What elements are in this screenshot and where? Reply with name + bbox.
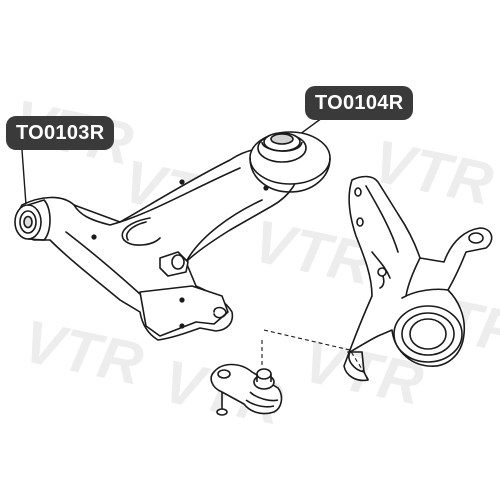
lower-control-arm <box>15 147 301 341</box>
part-number-callout-rear-bushing: TO0104R <box>305 86 414 120</box>
steering-knuckle <box>343 175 493 382</box>
rear-bushing <box>249 131 331 193</box>
ball-joint <box>210 363 283 416</box>
part-number-callout-front-bushing: TO0103R <box>6 116 115 150</box>
front-bushing <box>14 199 51 241</box>
assembly-guide-lines <box>261 329 371 383</box>
svg-text:VTR: VTR <box>17 307 148 397</box>
leader-line-left <box>21 149 27 206</box>
